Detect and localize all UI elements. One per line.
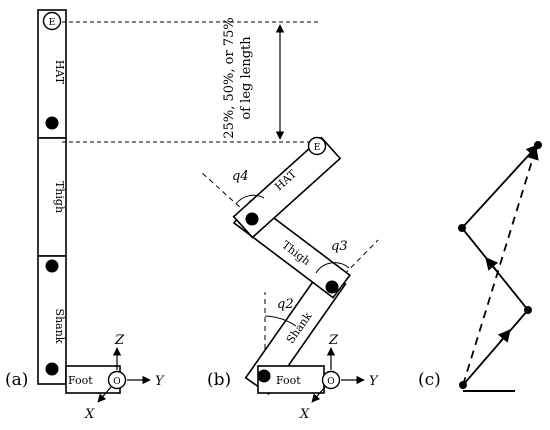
foot-label-b: Foot	[276, 374, 301, 387]
hat-vector	[461, 144, 539, 229]
z-axis-label-b: Z	[328, 333, 339, 348]
origin-label-b: O	[327, 377, 334, 387]
hat-segment-b	[232, 136, 342, 239]
z-axis-label: Z	[114, 333, 125, 348]
shank-vector	[462, 309, 529, 386]
hat-label: HAT	[53, 60, 66, 85]
annotation-line1: 25%, 50%, or 75%	[222, 17, 237, 138]
x-axis-arrow-b	[311, 386, 326, 403]
q3-angle-arc	[315, 262, 350, 274]
end-effector-marker-b	[307, 136, 327, 156]
ankle-joint	[45, 362, 59, 376]
resultant-vector	[462, 146, 539, 386]
panel-a: Foot E HAT Thigh Shank O Z Y X (a)	[5, 9, 165, 422]
ankle-joint-b	[257, 369, 271, 383]
y-axis-label-b: Y	[369, 374, 379, 389]
x-axis-label-b: X	[299, 407, 310, 422]
annotation-line2: of leg length	[239, 36, 254, 120]
thigh-label: Thigh	[53, 181, 66, 213]
panel-c-label: (c)	[418, 370, 441, 390]
end-effector-label-b: E	[314, 143, 321, 153]
x-axis-arrow	[97, 386, 112, 403]
panel-b-label: (b)	[207, 370, 231, 390]
panel-c: (c)	[418, 141, 542, 392]
node-ankle	[459, 381, 467, 389]
q4-label: q4	[232, 169, 249, 184]
q3-label: q3	[331, 239, 348, 254]
knee-joint-b	[325, 280, 339, 294]
q4-angle-arc	[235, 194, 265, 205]
origin-label: O	[113, 377, 120, 387]
x-axis-label: X	[84, 407, 95, 422]
origin-marker-b	[321, 370, 341, 390]
foot-label: Foot	[68, 374, 93, 387]
end-effector-marker	[42, 11, 62, 31]
knee-joint	[45, 259, 59, 273]
shank-vector-arrow	[497, 329, 511, 343]
q2-label: q2	[277, 297, 294, 312]
node-hip	[458, 224, 466, 232]
end-effector-label: E	[49, 18, 56, 28]
shank-label: Shank	[53, 309, 66, 344]
q2-angle-arc	[264, 315, 297, 327]
hip-joint	[45, 116, 59, 130]
origin-marker	[107, 370, 127, 390]
thigh-vector-arrow	[485, 257, 499, 271]
y-axis-label: Y	[155, 374, 165, 389]
hip-joint-b	[245, 212, 259, 226]
shank-segment	[37, 255, 67, 385]
node-end	[534, 141, 542, 149]
node-knee	[524, 306, 532, 314]
height-annotation: 25%, 50%, or 75% of leg length	[62, 17, 318, 143]
panel-a-label: (a)	[5, 370, 28, 390]
panel-b: Foot E HAT Thigh Shank q4 q3 q2 O Z Y X …	[199, 136, 379, 422]
